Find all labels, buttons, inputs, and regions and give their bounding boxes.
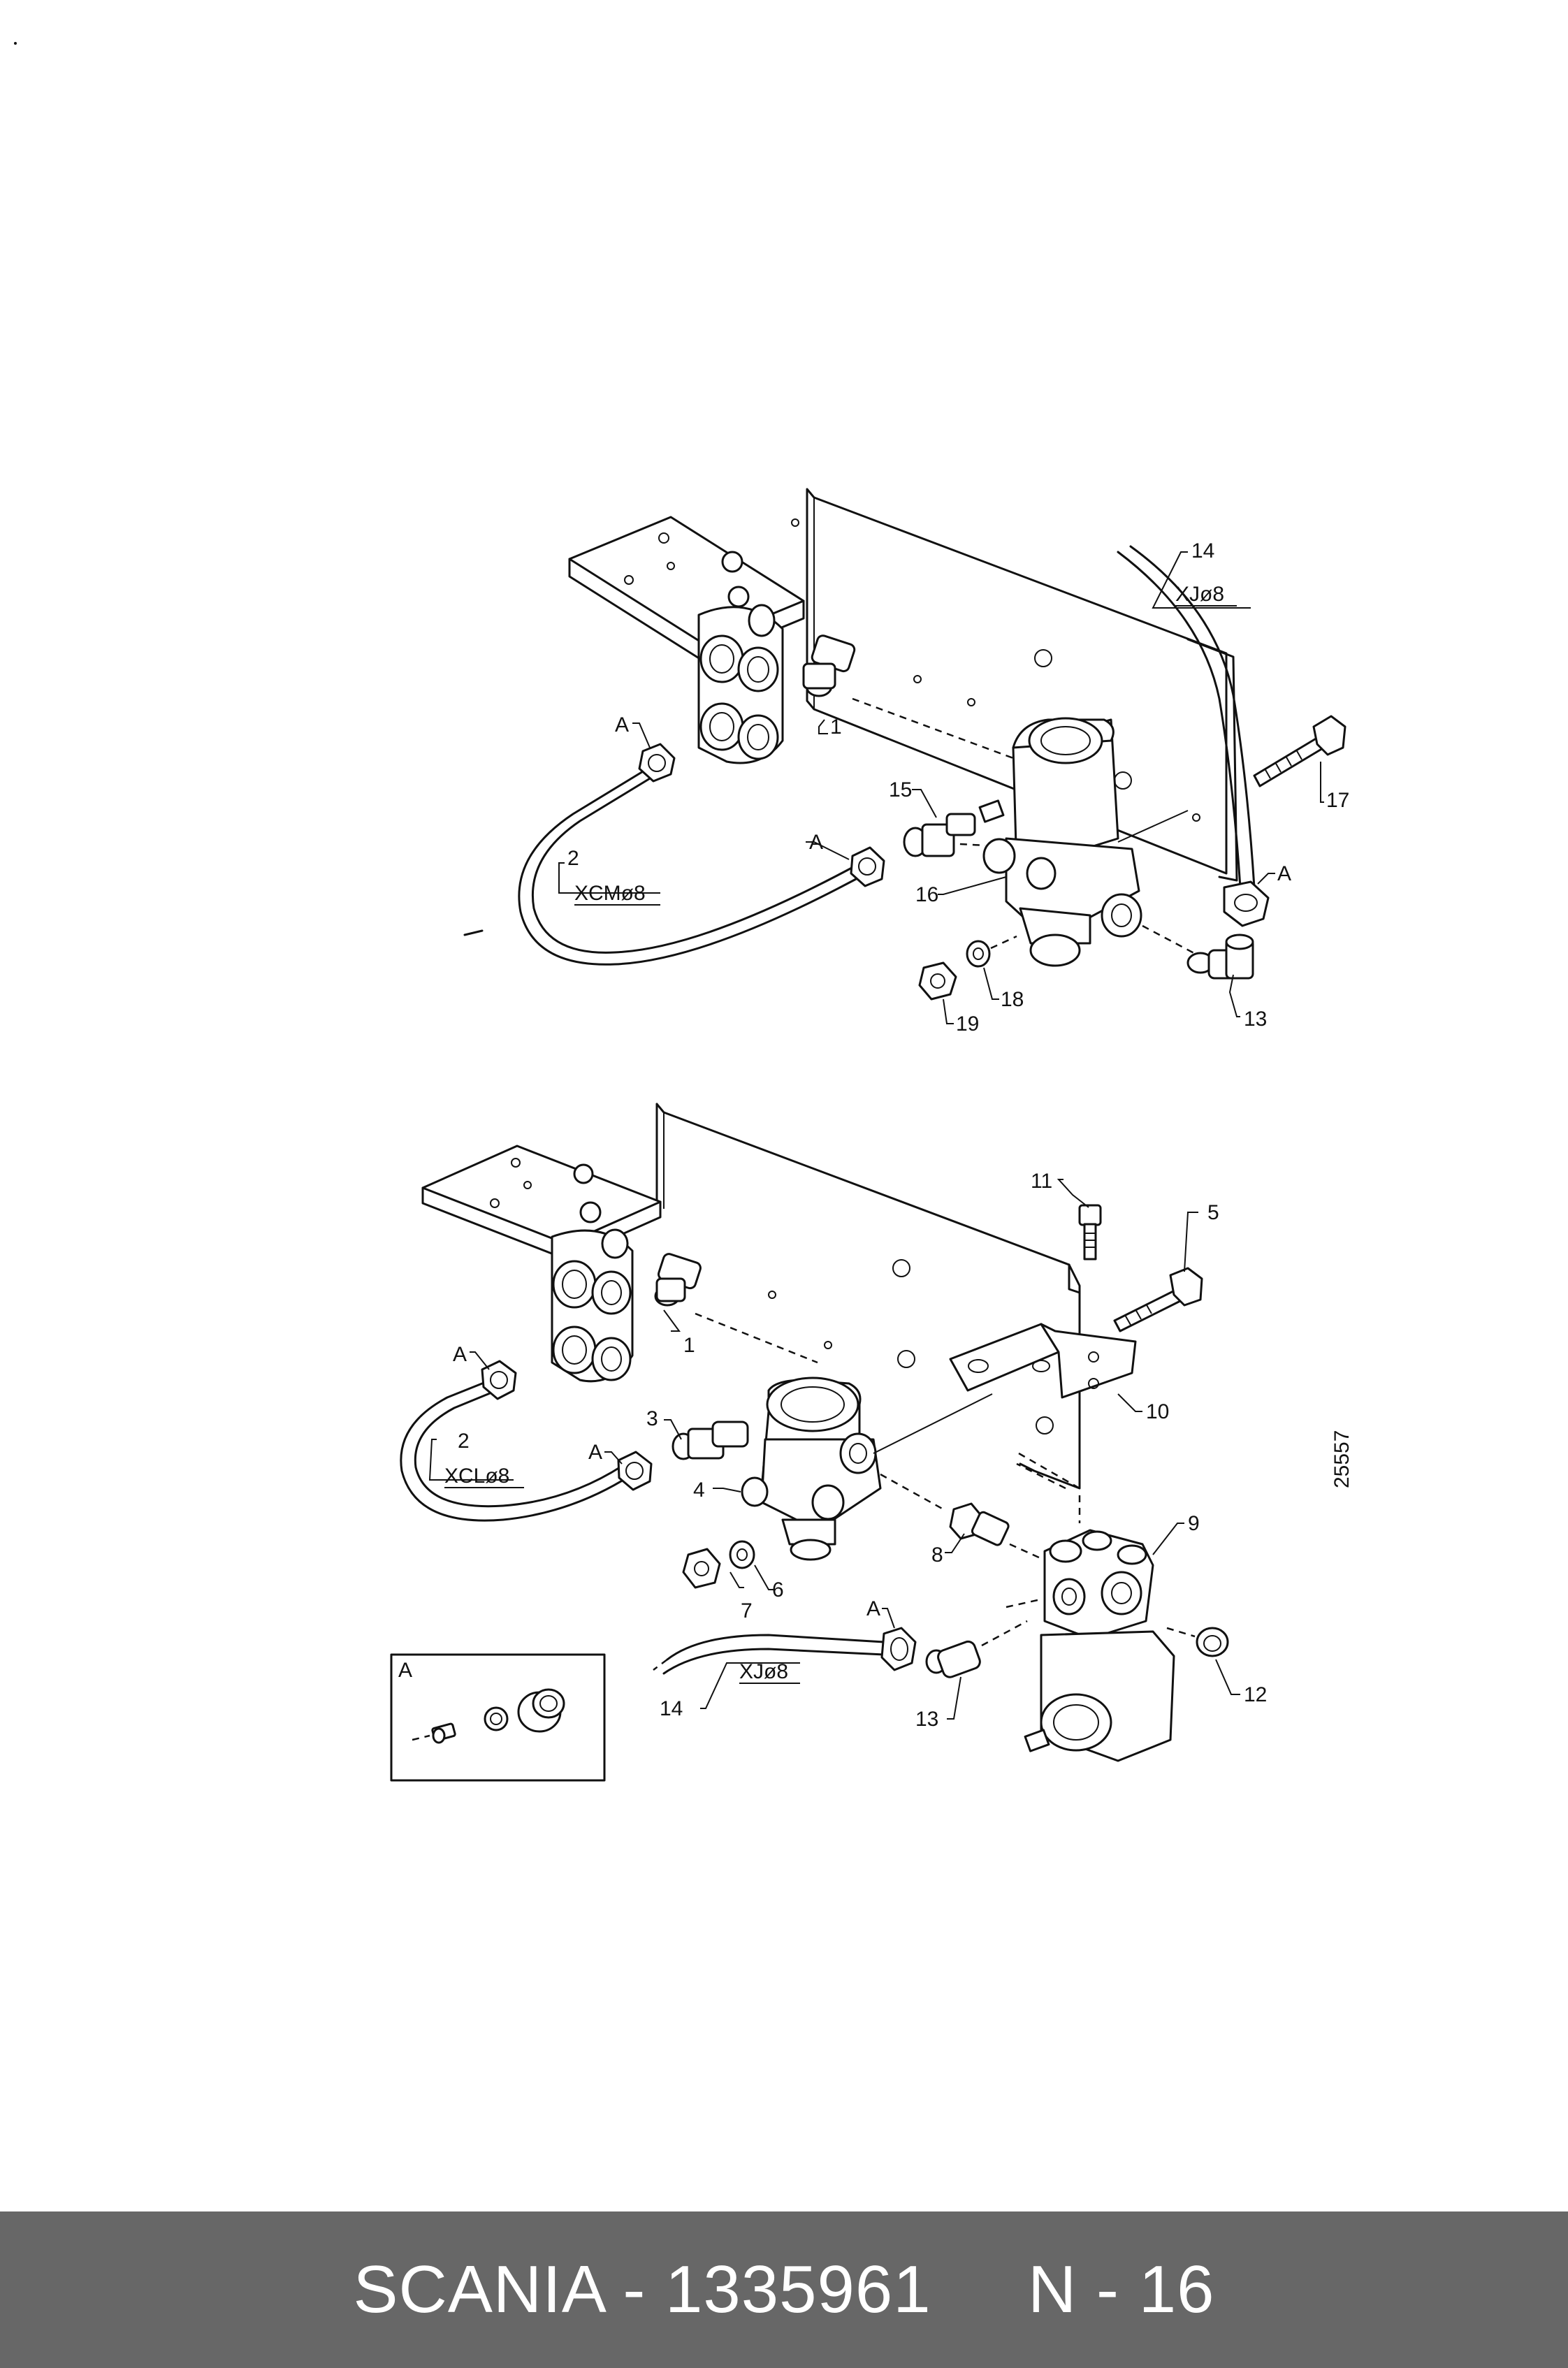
callout-1-bottom: 1 [683,1334,695,1357]
callout-19: 19 [956,1012,979,1036]
detail-insert [431,1722,456,1744]
callout-7: 7 [741,1599,753,1622]
washer-18 [966,935,1017,968]
washer-6 [729,1540,755,1569]
elbow-fitting-13-top [1186,934,1254,980]
fitting-8 [949,1502,1049,1563]
nut-A-bottom-left [481,1360,517,1400]
manifold-block-top [697,604,784,764]
callout-13-bottom: 13 [915,1708,938,1731]
drawing-number: 25557 [1330,1430,1353,1488]
nut-A-bottom-right [880,1627,917,1671]
fitting-3 [672,1421,749,1460]
solenoid-valve-9 [1006,1529,1175,1762]
callout-2-bottom: 2 [458,1430,470,1453]
pipe-code-xj8-top: XJø8 [1175,583,1224,606]
pipe-2-bottom [400,1375,634,1522]
callout-A-bottom-left: A [453,1343,467,1366]
callout-A-bottom-mid: A [588,1441,602,1464]
callout-16: 16 [915,883,938,906]
bolt-11 [1078,1204,1102,1261]
callout-9: 9 [1188,1512,1200,1535]
footer-part-number: SCANIA - 1335961 N - 16 [353,2252,1215,2327]
callout-6: 6 [772,1578,784,1601]
nut-A-top-right [1223,880,1270,927]
bottom-assembly: 1 A 2 XCLø8 A 3 4 6 7 8 11 5 10 9 12 A X… [400,1103,1267,1762]
leader-lines-bottom [428,1179,1240,1720]
callout-14-top: 14 [1191,539,1214,562]
nut-A-bottom-mid [617,1451,653,1491]
bracket-10 [949,1323,1137,1399]
top-assembly: 1 A A A 2 XCMø8 14 XJø8 15 16 17 13 18 1… [463,488,1349,1036]
corner-dot [14,42,17,45]
elbow-fitting-1-bottom [654,1253,818,1364]
callout-A-top-mid: A [809,831,823,854]
callout-4: 4 [693,1479,705,1502]
bolt-5 [1113,1267,1203,1332]
detail-A-label: A [398,1659,412,1682]
callout-13-top: 13 [1244,1008,1267,1031]
callout-5: 5 [1207,1201,1219,1224]
callout-A-bottom-right: A [866,1597,880,1620]
detail-nut [517,1688,565,1733]
elbow-fitting-1-top [802,634,1014,760]
pipe-2-top [518,764,868,966]
fitting-15 [903,813,976,857]
pipe-code-xj8-bottom: XJø8 [739,1660,788,1683]
callout-A-top-left: A [615,713,629,736]
pipe-code-xcl8: XCLø8 [444,1465,509,1488]
nut-7 [682,1548,721,1589]
solenoid-valve-16 [922,717,1203,967]
callout-1-top: 1 [830,716,842,739]
nut-19 [918,961,957,1001]
callout-A-top-right: A [1277,862,1291,885]
nut-A-top-mid [850,846,885,887]
callout-3: 3 [646,1407,658,1430]
manifold-block-bottom [551,1228,634,1383]
callout-15: 15 [889,778,912,801]
exploded-parts-diagram: 1 A A A 2 XCMø8 14 XJø8 15 16 17 13 18 1… [14,42,1353,1782]
valve-4 [741,1377,993,1561]
elbow-fitting-13-bottom [925,1620,1028,1678]
pipe-14-top [1117,551,1242,889]
callout-11: 11 [1031,1170,1052,1193]
footer-bar: SCANIA - 1335961 N - 16 [0,2211,1568,2368]
callout-8: 8 [931,1543,943,1567]
detail-A-box: A [390,1653,606,1782]
nut-A-top-left [638,743,676,783]
callout-14-bottom: 14 [660,1697,683,1720]
callout-12: 12 [1244,1683,1267,1706]
callout-18: 18 [1001,988,1024,1011]
leader-lines-top [558,551,1324,1024]
callout-10: 10 [1146,1400,1169,1423]
bolt-17 [1253,715,1346,787]
callout-17: 17 [1326,789,1349,812]
pipe-14-bottom [666,1634,885,1661]
detail-olive [484,1706,509,1731]
callout-2-top: 2 [567,847,579,870]
stray-mark [463,929,484,936]
pipe-code-xcm8: XCMø8 [574,882,646,905]
plug-12 [1166,1627,1229,1657]
mounting-bracket-bottom [421,1145,662,1245]
